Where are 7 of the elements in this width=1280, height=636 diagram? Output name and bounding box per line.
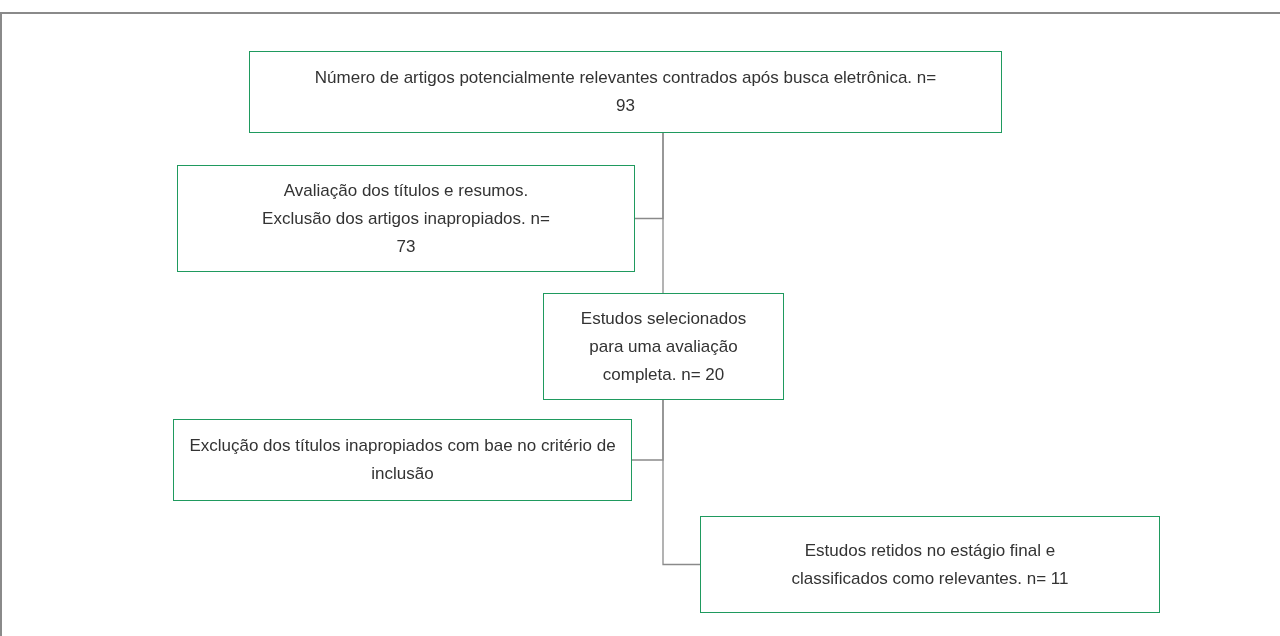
process-box: Número de artigos potencialmente relevantes contrados após busca eletrônica. n= 93 [249, 51, 1002, 133]
connector-line [662, 399, 701, 566]
process-box: Exclução dos títulos inapropiados com bae no critério de inclusão [173, 419, 632, 501]
process-box: Avaliação dos títulos e resumos. Exclusão dos artigos inapropiados. n= 73 [177, 165, 635, 272]
connector-line [662, 132, 664, 294]
process-box: Estudos retidos no estágio final e classificados como relevantes. n= 11 [700, 516, 1160, 613]
process-box: Estudos selecionados para uma avaliação completa. n= 20 [543, 293, 784, 400]
